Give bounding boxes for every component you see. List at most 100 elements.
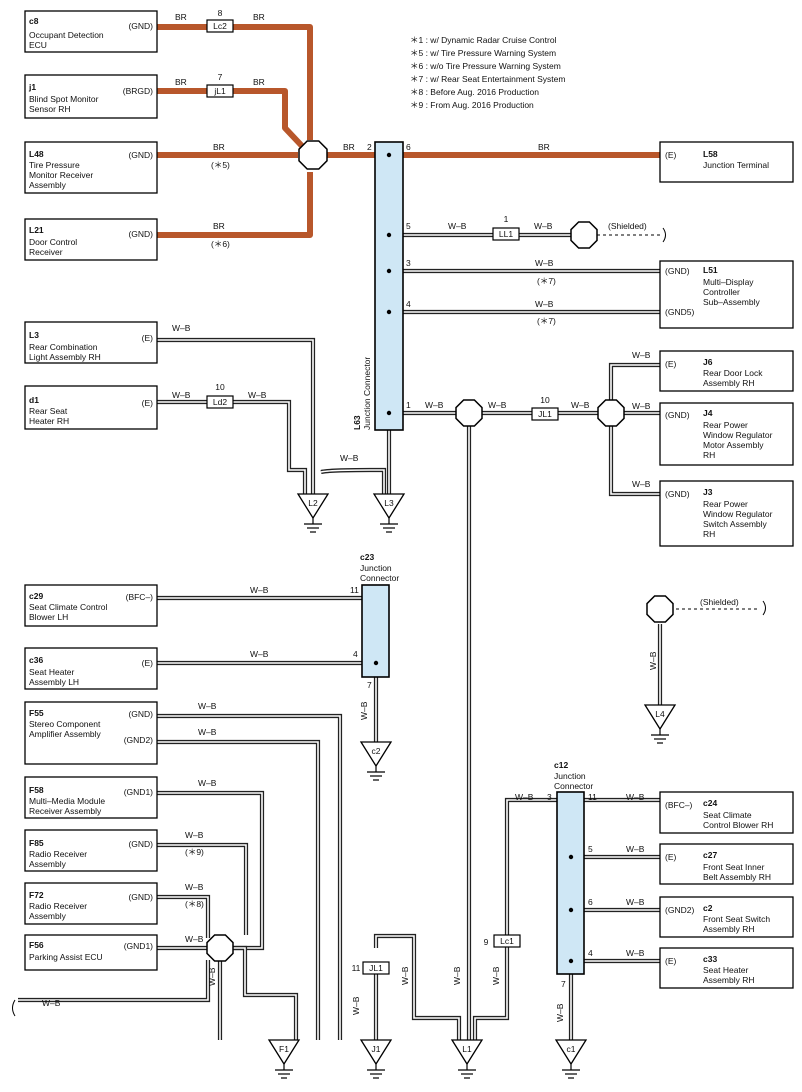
svg-text:Amplifier Assembly: Amplifier Assembly	[29, 729, 102, 739]
svg-text:c2: c2	[703, 903, 713, 913]
svg-text:Rear Seat: Rear Seat	[29, 406, 68, 416]
label-br: BR	[538, 142, 550, 152]
svg-text:Front Seat Switch: Front Seat Switch	[703, 914, 770, 924]
svg-text:W–B: W–B	[648, 651, 658, 670]
svg-text:c12: c12	[554, 760, 568, 770]
svg-text:Assembly LH: Assembly LH	[29, 677, 79, 687]
svg-text:Rear Power: Rear Power	[703, 499, 748, 509]
svg-text:Lc2: Lc2	[213, 21, 227, 31]
svg-text:W–B: W–B	[42, 998, 61, 1008]
svg-text:Assembly: Assembly	[29, 911, 67, 921]
component-c36: c36 Seat Heater Assembly LH (E)	[24, 647, 158, 690]
inline-connector-lc2: 8 Lc2	[206, 8, 234, 33]
svg-text:L21: L21	[29, 225, 44, 235]
svg-text:Receiver Assembly: Receiver Assembly	[29, 806, 102, 816]
svg-text:c27: c27	[703, 850, 717, 860]
svg-text:J3: J3	[703, 487, 713, 497]
svg-text:(BRGD): (BRGD)	[123, 86, 153, 96]
component-d1: d1 Rear Seat Heater RH (E)	[24, 385, 158, 430]
svg-text:F72: F72	[29, 890, 44, 900]
svg-text:Rear Door Lock: Rear Door Lock	[703, 368, 763, 378]
svg-text:5: 5	[588, 844, 593, 854]
svg-text:W–B: W–B	[351, 996, 361, 1015]
svg-text:W–B: W–B	[198, 727, 217, 737]
svg-text:W–B: W–B	[535, 299, 554, 309]
svg-text:(GND): (GND)	[128, 839, 153, 849]
svg-text:c33: c33	[703, 954, 717, 964]
svg-text:W–B: W–B	[515, 792, 534, 802]
ground-label: F1	[279, 1044, 289, 1054]
svg-text:j1: j1	[28, 82, 36, 92]
svg-text:(GND): (GND)	[128, 21, 153, 31]
svg-text:4: 4	[588, 948, 593, 958]
ground-c2: c2	[359, 741, 393, 781]
svg-text:W–B: W–B	[626, 792, 645, 802]
svg-text:Junction: Junction	[360, 563, 392, 573]
component-l51: L51 Multi–Display Controller Sub–Assembl…	[659, 260, 794, 329]
svg-text:(＊7): (＊7)	[537, 276, 556, 286]
component-j1: j1 Blind Spot Monitor Sensor RH (BRGD)	[24, 74, 158, 119]
svg-text:F85: F85	[29, 838, 44, 848]
component-c29: c29 Seat Climate Control Blower LH (BFC–…	[24, 584, 158, 627]
svg-text:Occupant Detection: Occupant Detection	[29, 30, 104, 40]
svg-text:Rear Power: Rear Power	[703, 420, 748, 430]
svg-text:W–B: W–B	[452, 966, 462, 985]
svg-text:RH: RH	[703, 529, 715, 539]
inline-connector-jl1-bottom: 11 JL1	[352, 961, 390, 975]
svg-text:Tire Pressure: Tire Pressure	[29, 160, 80, 170]
svg-text:L48: L48	[29, 149, 44, 159]
ground-L4: L4	[643, 704, 677, 744]
svg-text:10: 10	[215, 382, 225, 392]
svg-text:JL1: JL1	[369, 963, 383, 973]
svg-text:Multi–Display: Multi–Display	[703, 277, 754, 287]
svg-text:d1: d1	[29, 395, 39, 405]
svg-text:Controller: Controller	[703, 287, 740, 297]
br-wires	[157, 24, 660, 238]
note-6: ＊6 : w/o Tire Pressure Warning System	[410, 61, 561, 71]
svg-text:Receiver: Receiver	[29, 247, 63, 257]
wb-wire-core	[157, 844, 247, 935]
svg-text:L3: L3	[29, 330, 39, 340]
svg-text:3: 3	[406, 258, 411, 268]
svg-text:W–B: W–B	[425, 400, 444, 410]
svg-text:W–B: W–B	[250, 649, 269, 659]
inline-connector-jl1-mid: 10 JL1	[531, 395, 559, 421]
svg-text:JL1: JL1	[538, 409, 552, 419]
component-c33: c33 Seat Heater Assembly RH (E)	[659, 947, 794, 989]
svg-text:Assembly: Assembly	[29, 180, 67, 190]
svg-text:Motor Assembly: Motor Assembly	[703, 440, 764, 450]
svg-text:W–B: W–B	[632, 479, 651, 489]
svg-text:(E): (E)	[142, 398, 154, 408]
component-l21: L21 Door Control Receiver (GND)	[24, 218, 158, 261]
svg-text:(GND): (GND)	[128, 892, 153, 902]
svg-text:(E): (E)	[142, 333, 154, 343]
svg-text:Seat Climate: Seat Climate	[703, 810, 752, 820]
svg-text:(GND): (GND)	[128, 709, 153, 719]
svg-text:Assembly RH: Assembly RH	[703, 378, 754, 388]
ground-L1: L1	[450, 1039, 484, 1079]
svg-text:W–B: W–B	[207, 967, 217, 986]
note-9: ＊9 : From Aug. 2016 Production	[410, 100, 534, 110]
svg-text:c23: c23	[360, 552, 374, 562]
svg-text:(GND): (GND)	[128, 150, 153, 160]
pin-2: 2	[367, 142, 372, 152]
wb-wire-core	[320, 469, 385, 494]
note-1: ＊1 : w/ Dynamic Radar Cruise Control	[410, 35, 557, 45]
right-components: L58 Junction Terminal (E) L51 Multi–Disp…	[659, 141, 794, 989]
wb-wire-core	[157, 339, 314, 494]
svg-text:(GND2): (GND2)	[124, 735, 153, 745]
wb-wire-core	[157, 896, 209, 938]
svg-text:Blind Spot Monitor: Blind Spot Monitor	[29, 94, 99, 104]
svg-text:Control Blower RH: Control Blower RH	[703, 820, 773, 830]
shield-lines	[12, 227, 766, 1017]
svg-text:1: 1	[406, 400, 411, 410]
wb-wire-core	[375, 935, 460, 1040]
svg-text:(＊9): (＊9)	[185, 847, 204, 857]
svg-text:(E): (E)	[665, 852, 677, 862]
ground-L2: L2	[296, 493, 330, 533]
ground-label: L3	[384, 498, 394, 508]
svg-text:(E): (E)	[665, 956, 677, 966]
ground-label: c2	[372, 746, 381, 756]
